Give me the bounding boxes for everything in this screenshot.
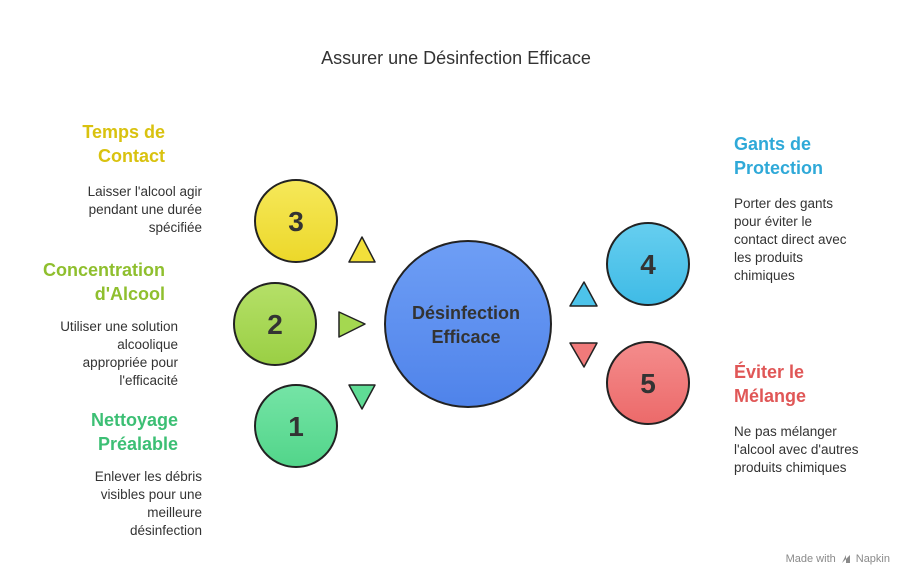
heading-gants-de-protection: Gants de Protection <box>734 134 824 178</box>
node-5: 5 <box>606 341 690 425</box>
made-with-label: Made with <box>785 553 836 565</box>
napkin-brand: Napkin <box>855 553 890 565</box>
desc-nettoyage-prealable: Enlever les débris visibles pour une mei… <box>94 469 202 538</box>
node-3: 3 <box>254 179 338 263</box>
heading-nettoyage-prealable: Nettoyage Préalable <box>90 410 178 454</box>
node-2-number: 2 <box>267 309 283 340</box>
arrow-4 <box>569 281 598 307</box>
arrow-2 <box>338 311 366 338</box>
node-2: 2 <box>233 282 317 366</box>
napkin-watermark: Made with Napkin <box>786 553 890 565</box>
napkin-logo-icon <box>841 555 850 563</box>
center-label-line1: Désinfection <box>412 303 520 323</box>
heading-temps-de-contact: Temps de Contact <box>82 122 165 166</box>
node-4-number: 4 <box>640 249 656 280</box>
arrow-3 <box>348 236 376 263</box>
center-label-line2: Efficace <box>431 327 500 347</box>
node-4: 4 <box>606 222 690 306</box>
desc-temps-de-contact: Laisser l'alcool agir pendant une durée … <box>87 184 202 235</box>
arrow-5 <box>569 342 598 368</box>
node-1-number: 1 <box>288 411 304 442</box>
arrow-1 <box>348 384 376 410</box>
node-1: 1 <box>254 384 338 468</box>
node-3-number: 3 <box>288 206 304 237</box>
desc-gants-de-protection: Porter des gants pour éviter le contact … <box>734 196 847 283</box>
node-5-number: 5 <box>640 368 656 399</box>
desc-concentration-alcool: Utiliser une solution alcoolique appropr… <box>60 319 178 388</box>
desc-eviter-le-melange: Ne pas mélanger l'alcool avec d'autres p… <box>734 424 859 475</box>
center-node: Désinfection Efficace <box>384 240 552 408</box>
heading-eviter-le-melange: Éviter le Mélange <box>734 362 807 406</box>
page-title: Assurer une Désinfection Efficace <box>321 48 591 68</box>
heading-concentration-alcool: Concentration d'Alcool <box>42 260 165 304</box>
